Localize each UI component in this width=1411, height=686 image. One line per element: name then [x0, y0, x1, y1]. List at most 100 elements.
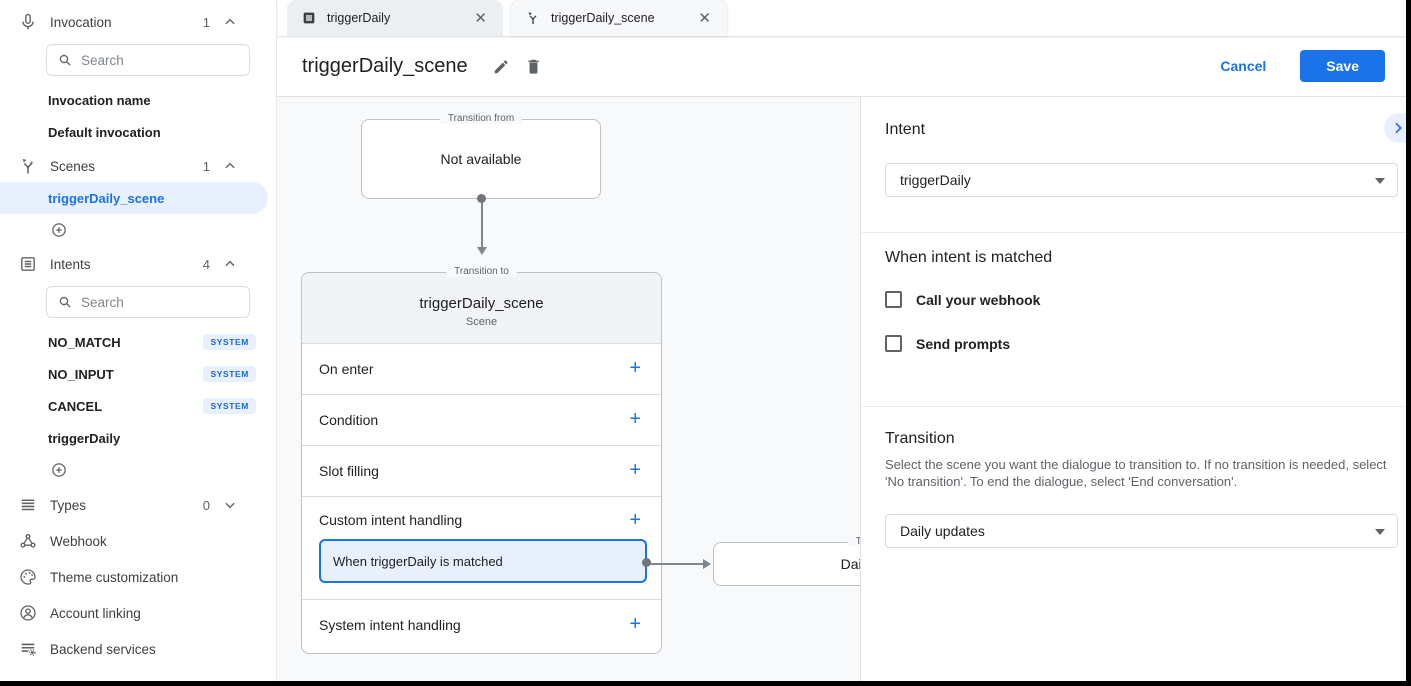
add-custom-intent-button[interactable]: +: [629, 509, 641, 531]
window-edge-bottom: [0, 681, 1411, 686]
sidebar-item-account-linking[interactable]: Account linking: [0, 597, 276, 629]
save-button[interactable]: Save: [1300, 50, 1385, 82]
search-icon: [57, 294, 73, 310]
connector-dot: [477, 194, 486, 203]
intents-icon: [18, 254, 38, 274]
sidebar-item-no-input[interactable]: NO_INPUT SYSTEM: [0, 358, 276, 390]
add-on-enter-button[interactable]: +: [629, 357, 641, 379]
sidebar-section-invocation[interactable]: Invocation 1: [0, 6, 276, 38]
call-webhook-checkbox-row[interactable]: Call your webhook: [885, 291, 1040, 308]
scene-row-on-enter[interactable]: On enter +: [302, 343, 661, 394]
intent-heading: Intent: [885, 121, 926, 138]
sidebar-item-invocation-name[interactable]: Invocation name: [0, 84, 276, 116]
chevron-up-icon[interactable]: [220, 159, 240, 173]
sidebar-section-intents[interactable]: Intents 4: [0, 248, 276, 280]
item-label: Webhook: [50, 533, 107, 549]
palette-icon: [18, 567, 38, 587]
row-label: System intent handling: [319, 617, 461, 633]
item-label: Invocation name: [48, 92, 151, 108]
box-legend: Transition from: [439, 113, 523, 124]
sidebar-item-no-match[interactable]: NO_MATCH SYSTEM: [0, 326, 276, 358]
sidebar-item-backend-services[interactable]: Backend services: [0, 633, 276, 665]
sidebar-item-webhook[interactable]: Webhook: [0, 525, 276, 557]
sidebar-item-triggerdaily-scene[interactable]: triggerDaily_scene: [0, 182, 268, 214]
transition-select-value: Daily updates: [900, 523, 985, 539]
window-edge-right: [1406, 0, 1411, 686]
checkbox-unchecked[interactable]: [885, 335, 902, 352]
backend-services-icon: [18, 639, 38, 659]
invocation-search-input[interactable]: [81, 52, 201, 68]
item-label: triggerDaily_scene: [48, 190, 165, 206]
scene-row-condition[interactable]: Condition +: [302, 394, 661, 445]
box-legend: Transition to: [446, 266, 517, 277]
sidebar-item-theme-customization[interactable]: Theme customization: [0, 561, 276, 593]
row-label: Custom intent handling: [319, 512, 463, 528]
add-scene-button[interactable]: [0, 214, 276, 246]
chevron-up-icon[interactable]: [220, 257, 240, 271]
add-slot-filling-button[interactable]: +: [629, 459, 641, 481]
delete-scene-button[interactable]: [518, 50, 550, 82]
divider: [862, 406, 1411, 407]
item-label: CANCEL: [48, 398, 103, 414]
scene-node-subtitle: Scene: [465, 315, 498, 328]
sidebar-item-cancel[interactable]: CANCEL SYSTEM: [0, 390, 276, 422]
item-label: NO_INPUT: [48, 366, 114, 382]
intents-search[interactable]: [46, 286, 250, 318]
daily-updates-text: Daily updates: [840, 556, 860, 572]
tab-label: triggerDaily_scene: [551, 11, 655, 25]
chevron-right-icon: [1390, 120, 1406, 136]
intent-handler-when-triggerdaily-matched[interactable]: When triggerDaily is matched: [319, 539, 651, 583]
tab-label: triggerDaily: [327, 11, 391, 25]
scene-row-system-intent-handling[interactable]: System intent handling +: [302, 599, 661, 650]
add-circle-icon: [50, 461, 68, 479]
chevron-up-icon[interactable]: [220, 15, 240, 29]
sidebar-item-default-invocation[interactable]: Default invocation: [0, 116, 276, 148]
item-label: NO_MATCH: [48, 334, 121, 350]
cancel-button[interactable]: Cancel: [1220, 58, 1267, 74]
intent-handler-label: When triggerDaily is matched: [333, 553, 503, 569]
row-label: Condition: [319, 412, 379, 428]
sidebar: Invocation 1 Invocation name Default inv…: [0, 0, 277, 686]
scene-canvas: Transition from Not available Transition…: [277, 96, 860, 686]
sidebar-section-types[interactable]: Types 0: [0, 489, 276, 521]
sidebar-item-triggerdaily[interactable]: triggerDaily: [0, 422, 276, 454]
tab-triggerdaily[interactable]: triggerDaily ✕: [287, 0, 503, 36]
system-badge: SYSTEM: [203, 366, 256, 382]
item-label: Backend services: [50, 641, 156, 657]
intent-icon: [301, 10, 317, 26]
connector-line: [481, 198, 483, 248]
account-circle-icon: [18, 603, 38, 623]
daily-updates-box: Transition to Daily updates: [713, 536, 860, 586]
scene-row-slot-filling[interactable]: Slot filling +: [302, 445, 661, 496]
intents-search-input[interactable]: [81, 294, 201, 310]
when-intent-matched-heading: When intent is matched: [885, 249, 1053, 266]
divider: [862, 232, 1411, 233]
transition-select[interactable]: Daily updates: [885, 514, 1398, 548]
close-icon[interactable]: ✕: [698, 10, 711, 27]
send-prompts-checkbox-row[interactable]: Send prompts: [885, 335, 1010, 352]
add-condition-button[interactable]: +: [629, 408, 641, 430]
section-label: Scenes: [50, 158, 96, 174]
webhook-icon: [18, 531, 38, 551]
intent-select[interactable]: triggerDaily: [885, 163, 1398, 197]
sidebar-section-scenes[interactable]: Scenes 1: [0, 150, 276, 182]
add-intent-button[interactable]: [0, 454, 276, 486]
checkbox-unchecked[interactable]: [885, 291, 902, 308]
checkbox-label: Send prompts: [916, 335, 1011, 352]
scene-row-custom-intent-handling[interactable]: Custom intent handling + When triggerDai…: [302, 496, 661, 599]
add-system-intent-button[interactable]: +: [629, 613, 641, 635]
checkbox-label: Call your webhook: [916, 291, 1041, 308]
tab-triggerdaily-scene[interactable]: triggerDaily_scene ✕: [511, 0, 727, 36]
transition-heading: Transition: [885, 430, 955, 447]
close-icon[interactable]: ✕: [474, 10, 487, 27]
pencil-icon: [492, 57, 511, 76]
system-badge: SYSTEM: [203, 398, 256, 414]
invocation-search[interactable]: [46, 44, 250, 76]
chevron-down-icon[interactable]: [220, 498, 240, 512]
section-count: 1: [202, 158, 210, 174]
section-count: 0: [202, 497, 210, 513]
edit-scene-button[interactable]: [486, 50, 518, 82]
box-legend: Transition to: [847, 536, 860, 547]
page-title: triggerDaily_scene: [302, 54, 468, 77]
transition-from-box: Transition from Not available: [361, 113, 601, 199]
